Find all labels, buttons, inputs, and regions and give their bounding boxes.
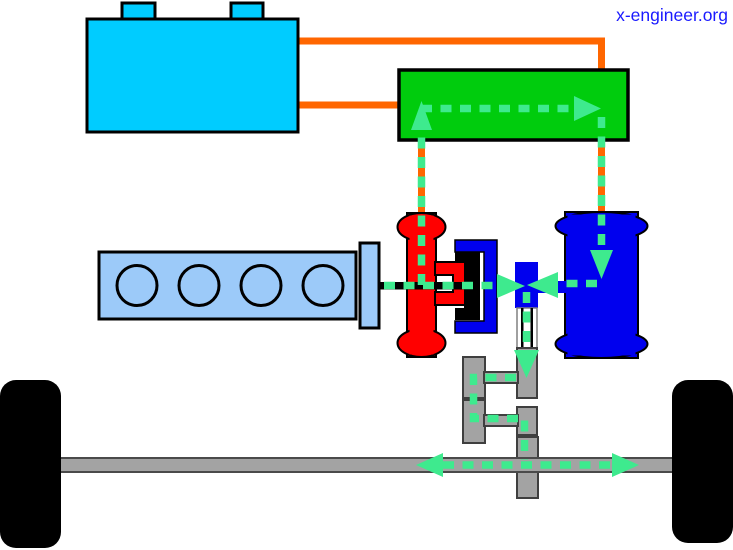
flow-through-gearbox — [469, 373, 529, 460]
flow-arrow-right-in-pe — [574, 96, 601, 121]
combustion-engine — [97, 241, 381, 330]
battery-terminal-right — [229, 1, 265, 22]
input-shaft-spline-right — [530, 308, 533, 350]
flow-arrow-to-right-wheel — [612, 453, 639, 477]
flow-arrow-up-into-pe — [411, 101, 432, 130]
wheel-left — [0, 380, 61, 548]
engine-cylinder-4 — [301, 264, 345, 307]
wheel-right — [672, 380, 733, 543]
flow-arrow-down-into-motor — [590, 250, 613, 279]
hv-battery — [85, 1, 300, 134]
clutch-housing-transmission-side — [454, 239, 498, 334]
engine-cylinder-1 — [115, 264, 159, 307]
watermark: x-engineer.org — [616, 5, 728, 25]
transmission-input-hub — [515, 262, 538, 308]
engine-cylinder-2 — [177, 264, 221, 307]
flow-arrow-right-into-input — [497, 274, 525, 298]
flow-arrow-left-into-input — [527, 272, 558, 298]
flow-arrow-to-left-wheel — [416, 453, 443, 477]
engine-flange — [358, 241, 381, 330]
energy-flow-path — [384, 96, 639, 477]
gear-shaft-upper — [483, 371, 519, 384]
battery-terminal-left — [120, 1, 157, 22]
hv-wire-battery-to-pe-top — [298, 37, 605, 71]
flow-arrow-down-into-gearbox — [514, 350, 539, 378]
power-electronics-box — [397, 68, 630, 142]
battery-body — [85, 17, 300, 134]
engine-cylinder-3 — [239, 264, 283, 307]
input-shaft-spline-left — [521, 308, 524, 350]
